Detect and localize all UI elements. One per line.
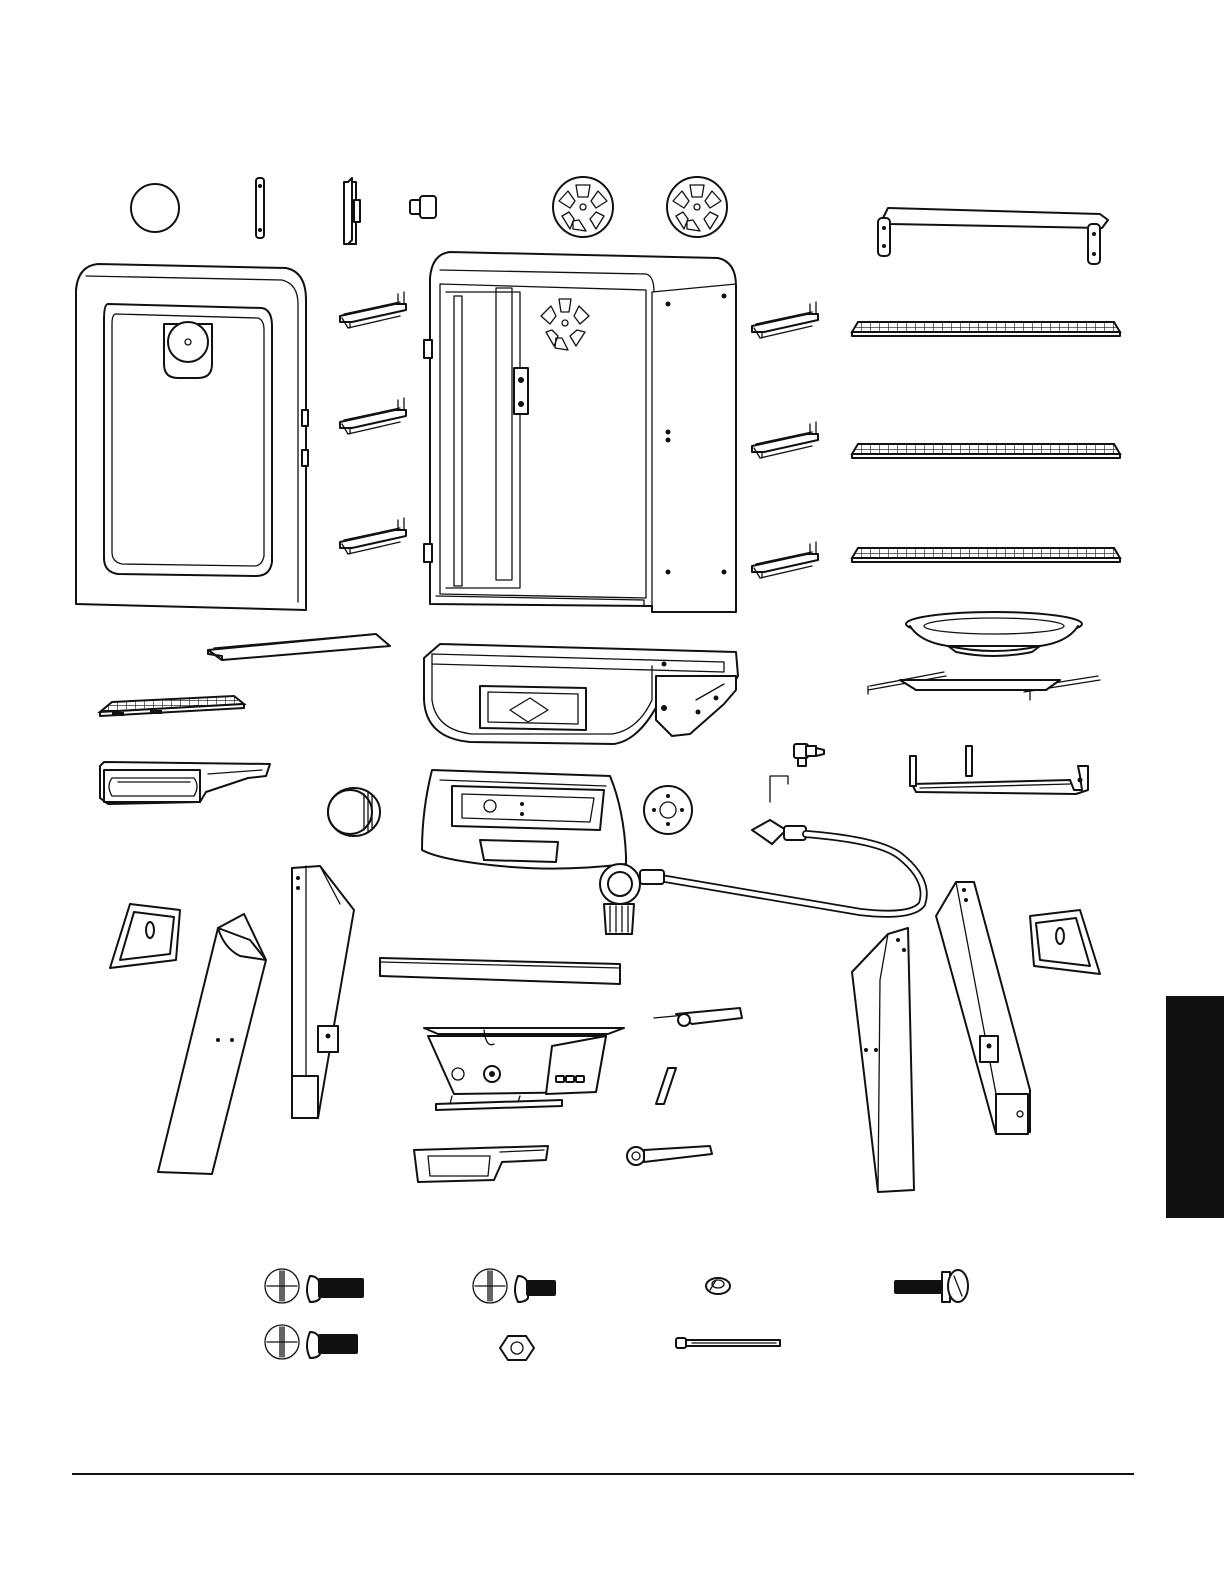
rack-support-right [752, 422, 818, 458]
smoke-damper-disc-right [667, 177, 727, 237]
cooking-grate [852, 322, 1120, 336]
valve-fitting [794, 744, 824, 766]
burner-box [424, 1028, 624, 1110]
firebox [424, 644, 738, 744]
rear-bracket [100, 696, 244, 716]
rear-leg-left [292, 866, 354, 1118]
pan-bracket [910, 746, 1088, 794]
smoker-door [76, 264, 308, 610]
rack-support-right [752, 302, 818, 338]
short-bolt [473, 1269, 556, 1303]
cross-brace [380, 958, 620, 984]
door-hinge [256, 178, 264, 238]
cable-tie [676, 1338, 780, 1348]
rack-support-left [340, 292, 406, 328]
lock-washer [706, 1278, 730, 1294]
section-tab [1166, 996, 1224, 1218]
cooking-grate [852, 548, 1120, 562]
water-pan [906, 612, 1082, 656]
control-panel [422, 770, 626, 869]
latch-knob [410, 196, 436, 218]
rear-leg-right [936, 882, 1030, 1134]
igniter-wire-clip [656, 1068, 676, 1104]
door-latch [344, 178, 360, 244]
door-gasket-ring [131, 184, 179, 232]
ash-drawer [100, 762, 270, 804]
water-pan-support [868, 672, 1100, 700]
smoker-body [424, 252, 736, 612]
cooking-grate [852, 444, 1120, 458]
smoke-damper-disc-left [553, 177, 613, 237]
rack-support-left [340, 518, 406, 554]
control-knob [328, 788, 380, 836]
side-handle [110, 904, 180, 968]
wood-chip-tray [414, 1146, 548, 1182]
rack-support-left [340, 398, 406, 434]
front-leg-right [852, 928, 914, 1192]
heat-shield [208, 634, 390, 660]
burner-tube [627, 1146, 712, 1165]
medium-bolt [265, 1325, 358, 1359]
long-bolt [265, 1269, 364, 1303]
knob-bezel [644, 786, 692, 834]
hex-nut [500, 1336, 534, 1360]
footer-rule [72, 1473, 1134, 1475]
rack-support-right [752, 542, 818, 578]
side-handle [1030, 910, 1100, 974]
igniter-electrode [654, 1008, 742, 1026]
shoulder-screw [894, 1270, 968, 1302]
top-handle [878, 208, 1108, 264]
